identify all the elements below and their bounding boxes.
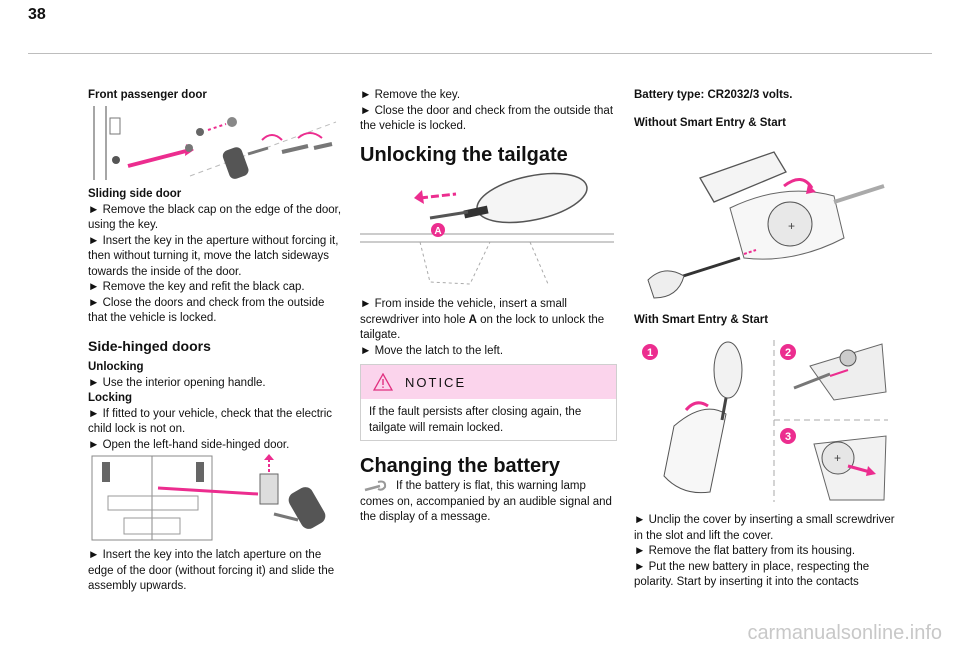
locking-step-2: ► Open the left-hand side-hinged door. — [88, 438, 290, 451]
column-2-top: ► Remove the key. ► Close the door and c… — [360, 88, 616, 135]
locking-step-1: ► If fitted to your vehicle, check that … — [88, 407, 333, 436]
key-battery-illustration: + — [647, 151, 885, 299]
figure-label-a: A — [434, 226, 441, 237]
battery-type: Battery type: CR2032/3 volts. — [634, 89, 793, 101]
column-3-steps: ► Unclip the cover by inserting a small … — [634, 513, 896, 591]
warning-triangle-icon — [373, 373, 393, 391]
svg-text:+: + — [834, 451, 841, 465]
notice-text: If the fault persists after closing agai… — [369, 406, 582, 434]
battery-step-1: ► Unclip the cover by inserting a small … — [634, 514, 895, 542]
battery-text: If the battery is flat, this warning lam… — [360, 480, 612, 523]
with-smart-entry-title: With Smart Entry & Start — [634, 314, 769, 326]
tailgate-heading-block: Unlocking the tailgate — [360, 143, 616, 167]
side-hinged-title: Side-hinged doors — [88, 337, 211, 354]
without-smart-entry-title: Without Smart Entry & Start — [634, 116, 786, 129]
page-number: 38 — [28, 6, 46, 23]
watermark: carmanualsonline.info — [747, 622, 942, 644]
unlocking-label: Unlocking — [88, 361, 144, 373]
notice-header: NOTICE — [361, 365, 616, 399]
sliding-step-2: ► Insert the key in the aperture without… — [88, 234, 339, 278]
wrench-warning-icon — [364, 480, 387, 492]
step-remove-key: ► Remove the key. — [360, 89, 461, 101]
unlocking-step: ► Use the interior opening handle. — [88, 376, 266, 389]
notice-title: NOTICE — [405, 375, 467, 390]
column-1: Front passenger door — [88, 88, 344, 104]
sliding-door-section: Sliding side door ► Remove the black cap… — [88, 187, 344, 453]
step-badge-2: 2 — [785, 347, 791, 359]
with-smart-entry-block: With Smart Entry & Start — [634, 313, 894, 329]
sliding-step-4: ► Close the doors and check from the out… — [88, 296, 325, 325]
battery-text-block: If the battery is flat, this warning lam… — [360, 479, 616, 526]
tailgate-step-1-b: on the lock to unlock the tailgate. — [360, 313, 605, 342]
header-divider — [28, 53, 932, 54]
front-door-illustration — [86, 104, 340, 182]
column-3-top: Battery type: CR2032/3 volts. Without Sm… — [634, 88, 894, 131]
final-step: ► Insert the key into the latch aperture… — [88, 549, 335, 592]
tailgate-steps: ► From inside the vehicle, insert a smal… — [360, 297, 616, 359]
tailgate-step-1-hole: A — [468, 313, 477, 326]
locking-label: Locking — [88, 392, 133, 404]
sliding-door-title: Sliding side door — [88, 188, 182, 200]
battery-title: Changing the battery — [360, 455, 561, 477]
svg-text:+: + — [788, 219, 795, 233]
side-hinged-door-illustration — [91, 454, 326, 541]
tailgate-step-1-a: ► From inside the vehicle, insert a smal… — [360, 298, 567, 326]
tailgate-illustration: A — [360, 172, 614, 285]
column-1-final: ► Insert the key into the latch aperture… — [88, 548, 344, 595]
step-badge-3: 3 — [785, 431, 791, 443]
battery-step-2: ► Remove the flat battery from its housi… — [634, 545, 856, 557]
battery-step-3: ► Put the new battery in place, respecti… — [634, 560, 870, 589]
tailgate-step-2: ► Move the latch to the left. — [360, 344, 504, 357]
tailgate-title: Unlocking the tailgate — [360, 144, 568, 166]
tailgate-step-1: ► From inside the vehicle, insert a smal… — [360, 297, 616, 344]
step-close-door: ► Close the door and check from the outs… — [360, 104, 614, 133]
smart-key-battery-illustration: 1 2 3 + — [642, 340, 888, 502]
sliding-step-1: ► Remove the black cap on the edge of th… — [88, 203, 342, 232]
battery-heading-block: Changing the battery — [360, 454, 616, 478]
step-badge-1: 1 — [647, 347, 653, 359]
front-door-title: Front passenger door — [88, 89, 207, 101]
sliding-step-3: ► Remove the key and refit the black cap… — [88, 281, 305, 293]
notice-box: NOTICE If the fault persists after closi… — [360, 364, 617, 441]
